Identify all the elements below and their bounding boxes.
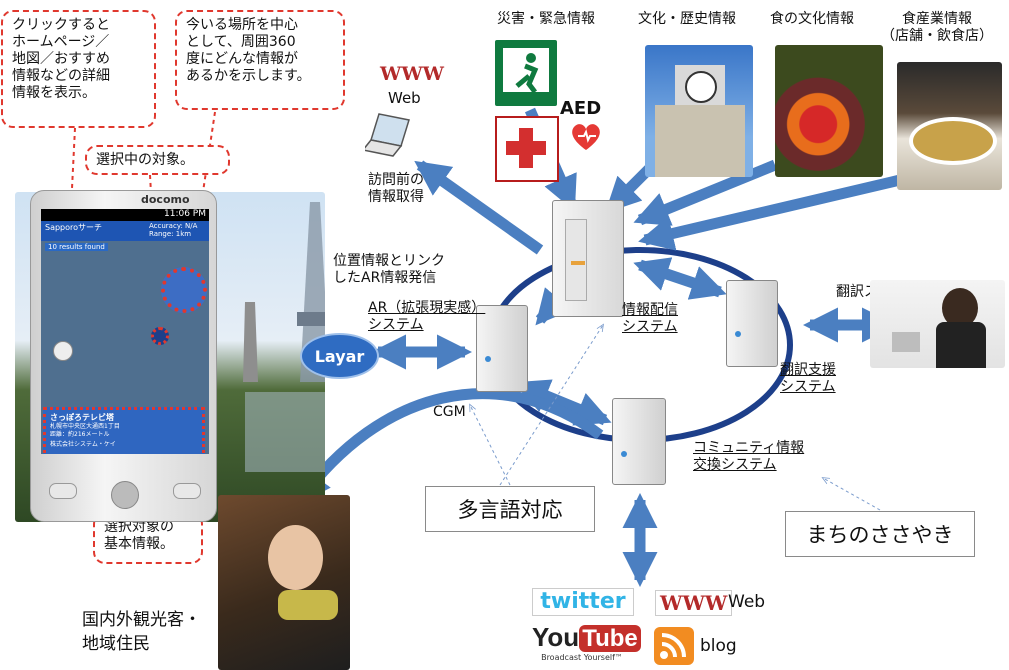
heart-icon bbox=[570, 122, 602, 152]
poi-title: さっぽろテレビ塔 bbox=[50, 413, 114, 422]
app-header: Sapporoサーチ bbox=[41, 221, 209, 241]
arrow-ar-community bbox=[513, 379, 612, 426]
category-culture: 文化・歴史情報 bbox=[638, 11, 736, 27]
category-disaster: 災害・緊急情報 bbox=[497, 11, 595, 27]
arrow-translate-info bbox=[633, 257, 727, 300]
aed-icon: AED bbox=[560, 98, 612, 160]
person-face bbox=[268, 525, 323, 590]
food-photo bbox=[775, 45, 883, 177]
restaurant-photo bbox=[897, 62, 1002, 190]
youtube-tube: Tube bbox=[579, 625, 641, 652]
tourist-photo bbox=[218, 495, 350, 670]
status-bar: 11:06 PM bbox=[41, 209, 209, 221]
callout-selected: 選択中の対象。 bbox=[85, 145, 230, 175]
radar-icon[interactable] bbox=[161, 267, 207, 313]
poi-footer: 株式会社システム・ケイ bbox=[50, 441, 116, 448]
ar-system-label: AR（拡張現実感） システム bbox=[368, 300, 486, 333]
layar-logo: Layar bbox=[300, 333, 379, 379]
translator-photo bbox=[870, 280, 1005, 368]
clock-tower-photo bbox=[645, 45, 753, 177]
blog-label: blog bbox=[700, 636, 737, 656]
end-call-button[interactable] bbox=[173, 483, 201, 499]
laptop-icon bbox=[365, 112, 415, 160]
youtube-you: You bbox=[532, 622, 580, 652]
call-button[interactable] bbox=[49, 483, 77, 499]
visit-label: 訪問前の 情報取得 bbox=[368, 172, 424, 205]
callout-click: クリックすると ホームページ／ 地図／おすすめ 情報などの詳細 情報を表示。 bbox=[1, 10, 156, 128]
arrow-community-person bbox=[295, 388, 604, 506]
youtube-sub: Broadcast Yourself™ bbox=[541, 653, 623, 662]
aed-label: AED bbox=[560, 98, 602, 119]
category-industry: 食産業情報 （店舗・飲食店） bbox=[881, 11, 993, 44]
arrow-industry bbox=[638, 174, 902, 251]
community-system-label: コミュニティ情報 交換システム bbox=[693, 440, 805, 473]
www-logo: WWW bbox=[378, 63, 447, 85]
cgm-label: CGM bbox=[433, 404, 466, 420]
web-label: Web bbox=[388, 89, 421, 107]
results-count: 10 results found bbox=[45, 243, 108, 251]
smartphone: docomo 11:06 PM Sapporoサーチ Accuracy: N/A… bbox=[30, 190, 217, 522]
community-server bbox=[612, 398, 666, 485]
web2-label: Web bbox=[728, 592, 766, 612]
info-system-label: 情報配信 システム bbox=[622, 302, 678, 335]
arrow-to-laptop bbox=[414, 160, 544, 255]
callout-center: 今いる場所を中心 として、周囲360 度にどんな情報が あるかを示します。 bbox=[175, 10, 345, 110]
category-food: 食の文化情報 bbox=[770, 11, 854, 27]
www-logo-2: WWW bbox=[655, 590, 733, 616]
carrier-logo: docomo bbox=[141, 193, 190, 206]
scarf bbox=[278, 590, 338, 620]
machi-box: まちのささやき bbox=[785, 511, 975, 557]
translate-server bbox=[726, 280, 778, 367]
trackball[interactable] bbox=[111, 481, 139, 509]
info-server bbox=[552, 200, 624, 317]
emergency-exit-icon bbox=[495, 40, 557, 106]
ar-server bbox=[476, 305, 528, 392]
accuracy-text: Accuracy: N/A Range: 1km bbox=[149, 222, 198, 238]
poi-info-panel[interactable]: さっぽろテレビ塔 札幌市中央区大通西1丁目 距離：約216メートル 株式会社シス… bbox=[43, 407, 205, 454]
first-aid-icon bbox=[495, 116, 559, 182]
tourist-label: 国内外観光客・ 地域住民 bbox=[82, 610, 201, 654]
translate-system-label: 翻訳支援 システム bbox=[780, 362, 836, 395]
rss-icon bbox=[654, 627, 694, 665]
twitter-logo: twitter bbox=[532, 588, 634, 616]
poi-marker[interactable] bbox=[53, 341, 73, 361]
search-tag[interactable]: Sapporoサーチ bbox=[45, 223, 103, 232]
phone-screen: 11:06 PM Sapporoサーチ Accuracy: N/A Range:… bbox=[41, 209, 209, 454]
ar-info-label: 位置情報とリンク したAR情報発信 bbox=[333, 253, 445, 286]
poi-detail: 札幌市中央区大通西1丁目 距離：約216メートル bbox=[50, 423, 120, 438]
selected-target-icon[interactable] bbox=[151, 327, 169, 345]
multilang-box: 多言語対応 bbox=[425, 486, 595, 532]
